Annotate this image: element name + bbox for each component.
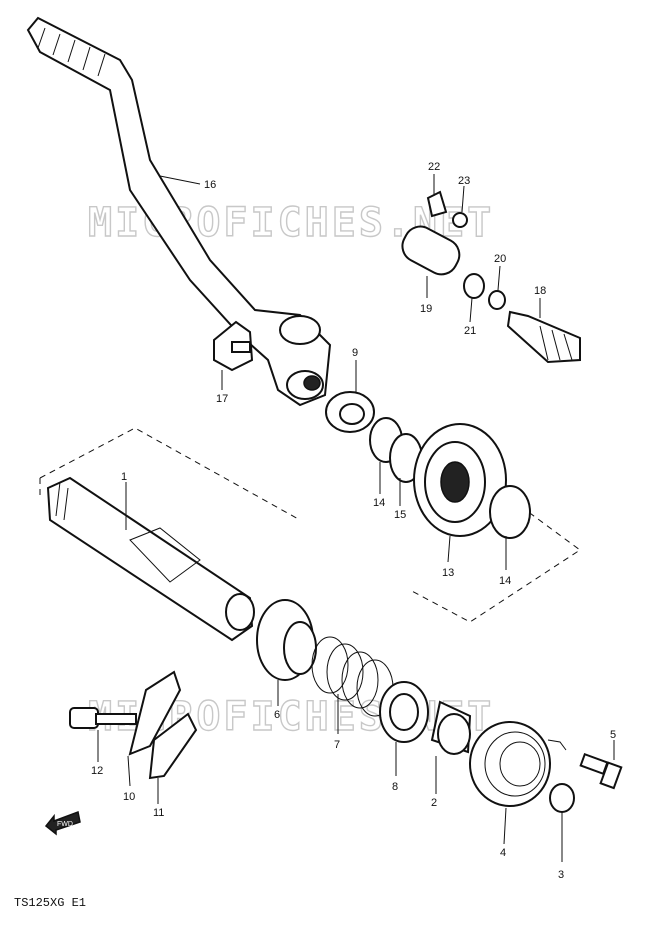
callout-8: 8 <box>392 781 398 793</box>
callout-11: 11 <box>153 807 164 819</box>
callout-14-right: 14 <box>499 575 511 587</box>
callout-22: 22 <box>428 161 440 173</box>
forward-arrow-icon: FWD <box>44 810 81 836</box>
callout-14-left: 14 <box>373 497 385 509</box>
callout-2: 2 <box>431 797 437 809</box>
callout-15: 15 <box>394 509 406 521</box>
callout-19: 19 <box>420 303 432 315</box>
bolt-5 <box>579 752 623 790</box>
callout-17: 17 <box>216 393 228 405</box>
callout-leaders <box>97 174 615 862</box>
kick-starter-shaft <box>46 476 255 642</box>
return-spring-4 <box>469 721 575 813</box>
kick-starter-lever <box>26 16 332 407</box>
bolt-17 <box>213 320 254 372</box>
callout-21: 21 <box>464 325 476 337</box>
callout-18: 18 <box>534 285 546 297</box>
callout-20: 20 <box>494 253 506 265</box>
callout-1: 1 <box>121 471 127 483</box>
kick-pinion-assembly <box>401 190 581 364</box>
ratchet-gear-group <box>369 417 531 539</box>
callout-23: 23 <box>458 175 470 187</box>
callout-10: 10 <box>123 791 135 803</box>
guide-plates <box>69 670 198 780</box>
callout-3: 3 <box>558 869 564 881</box>
collar-2 <box>430 700 472 755</box>
fwd-label: FWD <box>57 821 73 828</box>
spring-guide-group <box>256 599 429 743</box>
callout-12: 12 <box>91 765 103 777</box>
callout-labels: 1 2 3 4 5 6 7 8 9 10 11 12 13 14 14 15 1… <box>91 161 616 881</box>
assembly-dashed-outline <box>39 427 581 623</box>
callout-6: 6 <box>274 709 280 721</box>
callout-16: 16 <box>204 179 216 191</box>
callout-13: 13 <box>442 567 454 579</box>
callout-4: 4 <box>500 847 506 859</box>
callout-7: 7 <box>334 739 340 751</box>
washer-9 <box>325 391 375 433</box>
callout-9: 9 <box>352 347 358 359</box>
callout-5: 5 <box>610 729 616 741</box>
model-code: TS125XG E1 <box>14 896 86 910</box>
